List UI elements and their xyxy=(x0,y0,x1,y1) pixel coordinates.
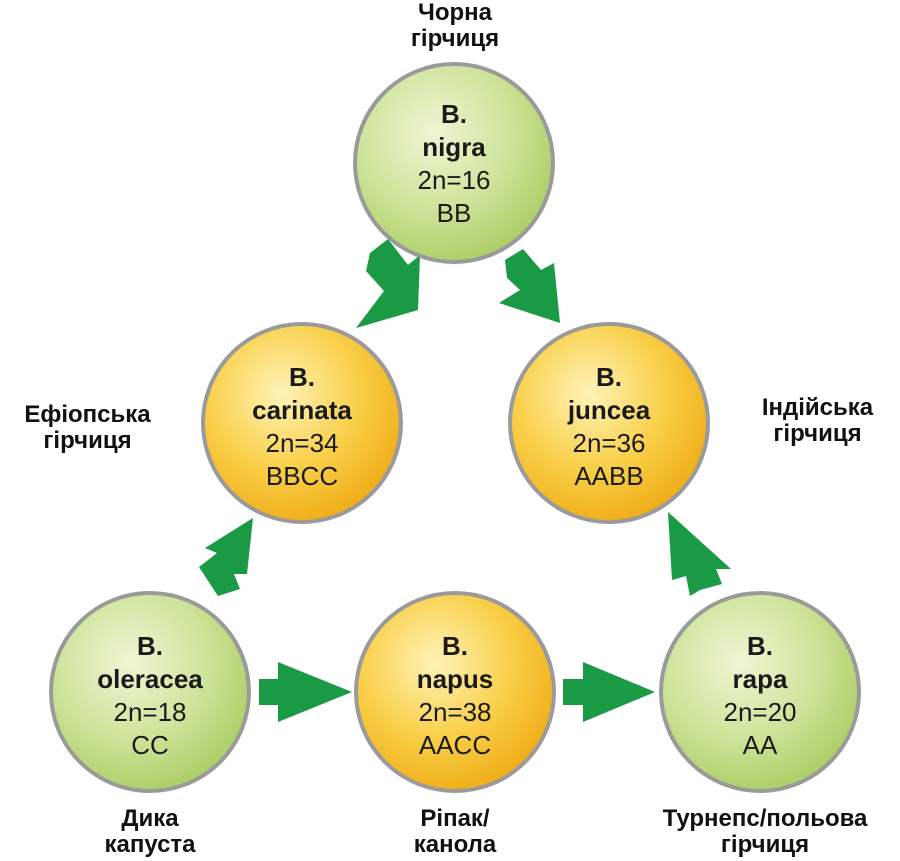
common-name-line: гірчиця xyxy=(410,25,500,52)
genus-label: B. xyxy=(137,631,163,661)
arrow-rapa-to-napus xyxy=(563,662,655,722)
genome-label: AABB xyxy=(574,461,643,491)
genus-label: B. xyxy=(747,631,773,661)
species-name: rapa xyxy=(733,664,788,694)
chromosome-count: 2n=16 xyxy=(417,165,490,195)
common-name-line: канола xyxy=(413,831,497,858)
species-name: juncea xyxy=(567,395,651,425)
species-circle-carinata: B. carinata 2n=34 BBCC xyxy=(201,322,403,524)
species-circle-juncea: B. juncea 2n=36 AABB xyxy=(508,322,710,524)
common-name-line: Ріпак/ xyxy=(420,805,490,832)
chromosome-count: 2n=20 xyxy=(723,697,796,727)
common-name-nigra: Чорна гірчиця xyxy=(355,0,555,52)
common-name-juncea: Індійська гірчиця xyxy=(735,395,900,447)
arrow-oleracea-to-carinata xyxy=(199,518,253,596)
circle-shape xyxy=(353,62,555,264)
genus-label: B. xyxy=(441,99,467,129)
circle-shape xyxy=(659,591,861,793)
common-name-oleracea: Дика капуста xyxy=(70,806,230,858)
chromosome-count: 2n=34 xyxy=(265,428,338,458)
genome-label: CC xyxy=(131,730,169,760)
genus-label: B. xyxy=(289,362,315,392)
circle-shape xyxy=(508,322,710,524)
species-name: napus xyxy=(417,664,494,694)
genus-label: B. xyxy=(596,362,622,392)
common-name-rapa: Турнепс/польова гірчиця xyxy=(630,806,900,858)
common-name-line: Індійська xyxy=(761,394,874,421)
species-circle-napus: B. napus 2n=38 AACC xyxy=(354,591,556,793)
common-name-line: гірчиця xyxy=(43,427,132,454)
common-name-line: гірчиця xyxy=(720,831,810,858)
species-circle-nigra: B. nigra 2n=16 BB xyxy=(353,62,555,264)
genus-label: B. xyxy=(442,631,468,661)
arrow-nigra-to-juncea xyxy=(499,249,560,323)
arrow-shape xyxy=(356,239,420,328)
circle-shape xyxy=(354,591,556,793)
arrow-shape xyxy=(259,662,352,722)
arrow-shape xyxy=(668,512,731,596)
arrow-shape xyxy=(199,518,253,596)
chromosome-count: 2n=38 xyxy=(418,697,491,727)
chromosome-count: 2n=18 xyxy=(113,697,186,727)
arrow-nigra-to-carinata xyxy=(356,239,420,328)
chromosome-count: 2n=36 xyxy=(572,428,645,458)
common-name-napus: Ріпак/ канола xyxy=(375,806,535,858)
common-name-line: гірчиця xyxy=(773,420,862,447)
common-name-line: Чорна xyxy=(417,0,493,26)
common-name-line: Дика xyxy=(121,805,179,832)
species-name: nigra xyxy=(422,132,486,162)
genome-label: AA xyxy=(743,730,778,760)
genome-label: BBCC xyxy=(266,461,338,491)
common-name-carinata: Ефіопська гірчиця xyxy=(0,402,175,454)
genome-label: AACC xyxy=(419,730,491,760)
common-name-line: капуста xyxy=(104,831,196,858)
arrow-shape xyxy=(563,662,655,722)
genome-label: BB xyxy=(437,198,472,228)
arrow-rapa-to-juncea xyxy=(668,512,731,596)
circle-shape xyxy=(49,591,251,793)
species-circle-rapa: B. rapa 2n=20 AA xyxy=(659,591,861,793)
arrow-shape xyxy=(499,249,560,323)
circle-shape xyxy=(201,322,403,524)
arrow-oleracea-to-napus xyxy=(259,662,352,722)
species-name: carinata xyxy=(252,395,352,425)
common-name-line: Турнепс/польова xyxy=(662,805,868,832)
species-name: oleracea xyxy=(97,664,203,694)
common-name-line: Ефіопська xyxy=(24,401,151,428)
species-circle-oleracea: B. oleracea 2n=18 CC xyxy=(49,591,251,793)
